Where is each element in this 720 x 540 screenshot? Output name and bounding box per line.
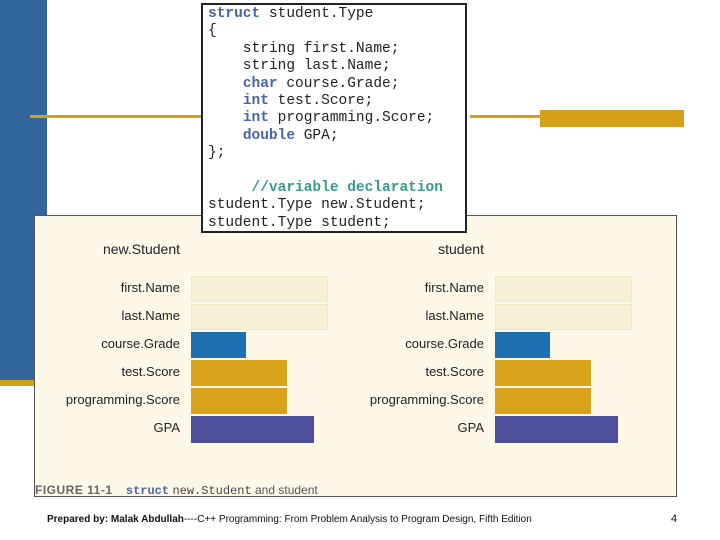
student-field-label: programming.Score — [369, 392, 484, 407]
student-field-label: first.Name — [424, 280, 484, 295]
new-student-title: new.Student — [102, 241, 180, 257]
code-keyword: char — [242, 75, 278, 92]
student-field-label: GPA — [457, 420, 485, 435]
code-keyword: int — [242, 110, 269, 127]
code-line — [208, 163, 465, 180]
code-line: int programming.Score; — [208, 110, 465, 127]
student-field-box — [495, 360, 591, 386]
student-field-box — [495, 388, 591, 414]
code-keyword: int — [242, 92, 269, 109]
code-text: GPA; — [295, 127, 339, 144]
student-field-label: course.Grade — [405, 336, 484, 351]
decor-block-right — [540, 110, 684, 127]
code-text: student.Type student; — [208, 214, 391, 231]
struct-figure: new.Student first.Name last.Name course.Gra… — [34, 215, 677, 497]
code-text: { — [208, 23, 217, 40]
caption-var2: student — [278, 483, 318, 497]
code-text: }; — [208, 145, 226, 162]
student-title: student — [438, 241, 484, 257]
new-student-field-label: first.Name — [120, 280, 180, 295]
new-student-field-box — [191, 360, 287, 386]
slide-footer: Prepared by: Malak Abdullah----C++ Progr… — [47, 514, 532, 525]
new-student-field-box — [191, 388, 287, 414]
new-student-field-box — [191, 276, 328, 302]
code-text: string first.Name; — [208, 40, 400, 57]
code-keyword: struct — [208, 6, 261, 22]
new-student-field-box — [191, 416, 314, 443]
code-line: student.Type new.Student; — [208, 197, 465, 214]
code-line: string first.Name; — [208, 41, 465, 58]
code-line: struct student.Type — [208, 6, 465, 23]
caption-figure-number: FIGURE 11-1 — [35, 483, 113, 497]
code-line: //variable declaration — [208, 180, 465, 197]
new-student-field-label: GPA — [153, 420, 181, 435]
sidebar-accent — [0, 380, 47, 386]
code-line: student.Type student; — [208, 215, 465, 232]
decor-line-right — [470, 115, 540, 118]
code-text: programming.Score; — [268, 110, 435, 127]
code-line: string last.Name; — [208, 58, 465, 75]
code-text — [208, 128, 243, 144]
code-keyword: double — [242, 127, 296, 144]
page-number: 4 — [671, 513, 678, 525]
student-field-box — [495, 304, 632, 330]
new-student-field-label: course.Grade — [101, 336, 180, 351]
code-text: test.Score; — [268, 92, 374, 109]
code-line: double GPA; — [208, 128, 465, 145]
code-line: { — [208, 23, 465, 40]
student-field-box — [495, 416, 618, 443]
new-student-field-box — [191, 304, 328, 330]
caption-keyword: struct — [125, 484, 170, 498]
code-text: student.Type new.Student; — [208, 197, 426, 214]
new-student-field-box — [191, 332, 246, 358]
code-text: course.Grade; — [277, 75, 400, 92]
code-line: int test.Score; — [208, 93, 465, 110]
footer-book: C++ Programming: From Problem Analysis t… — [197, 514, 532, 525]
code-text — [208, 93, 243, 109]
student-field-label: last.Name — [425, 308, 484, 323]
new-student-field-label: last.Name — [121, 308, 180, 323]
caption-var1: new.Student — [172, 484, 252, 498]
new-student-field-label: programming.Score — [65, 392, 180, 407]
student-field-box — [495, 276, 632, 302]
code-text — [208, 110, 243, 126]
code-comment: //variable declaration — [251, 179, 443, 196]
code-text: student.Type — [260, 6, 374, 22]
code-line: char course.Grade; — [208, 76, 465, 93]
new-student-field-label: test.Score — [121, 364, 180, 379]
student-field-label: test.Score — [425, 364, 484, 379]
decor-line-left — [30, 115, 205, 118]
code-text: string last.Name; — [208, 58, 391, 75]
code-text — [208, 180, 252, 196]
footer-separator: ---- — [183, 514, 198, 525]
caption-and: and — [251, 483, 279, 497]
student-field-box — [495, 332, 550, 358]
code-box: struct student.Type{ string first.Name; … — [201, 3, 467, 233]
figure-caption: FIGURE 11-1 struct new.Student and stude… — [35, 483, 318, 498]
code-line: }; — [208, 145, 465, 162]
code-text — [208, 76, 243, 92]
footer-author: Prepared by: Malak Abdullah — [47, 514, 184, 525]
